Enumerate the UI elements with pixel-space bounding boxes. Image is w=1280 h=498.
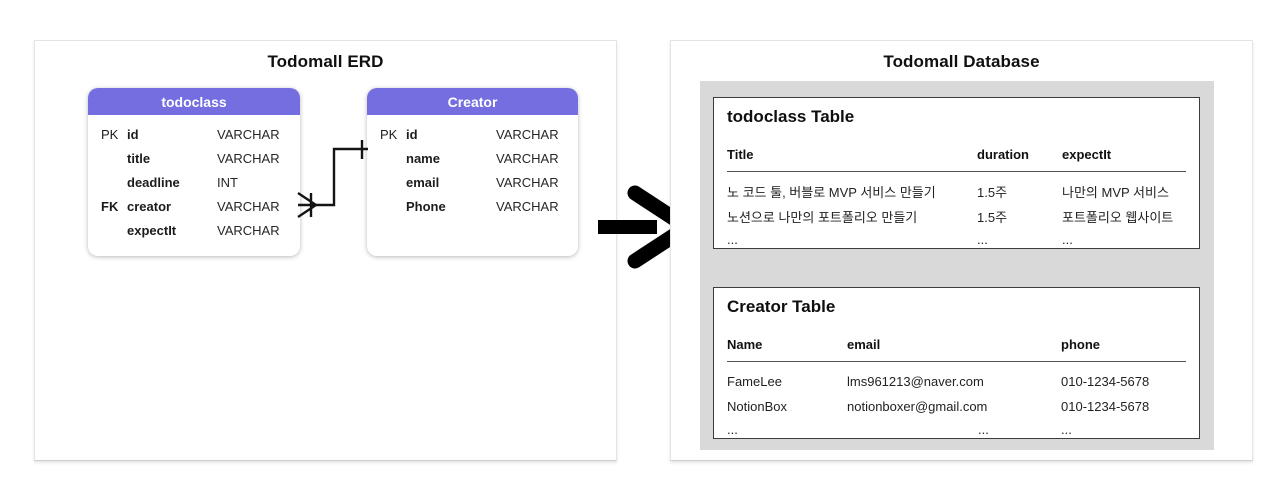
cell-phone: 010-1234-5678 [1061, 399, 1150, 414]
erd-entity-creator: Creator PK id VARCHAR name VARCHAR email… [367, 88, 578, 256]
column-header: Title [727, 147, 754, 162]
erd-field-row: deadline INT [88, 170, 300, 194]
field-name: expectIt [127, 222, 177, 238]
erd-field-row: expectIt VARCHAR [88, 218, 300, 242]
column-header: expectIt [1062, 147, 1112, 162]
erd-field-row: email VARCHAR [367, 170, 578, 194]
cell-duration: ... [977, 231, 988, 247]
cell-email: notionboxer@gmail.com [847, 399, 988, 414]
cell-expectit: ... [1062, 231, 1073, 247]
cell-name: FameLee [727, 374, 782, 389]
table-row: FameLee lms961213@naver.com 010-1234-567… [727, 369, 1186, 394]
cell-duration: 1.5주 [977, 210, 1008, 225]
field-type: VARCHAR [217, 198, 280, 214]
cell-title: 노션으로 나만의 포트폴리오 만들기 [727, 210, 918, 225]
erd-entity-todoclass-header: todoclass [88, 88, 300, 115]
field-type: VARCHAR [217, 222, 280, 238]
field-name: Phone [406, 198, 446, 214]
field-type: INT [217, 174, 238, 190]
erd-field-row: PK id VARCHAR [88, 122, 300, 146]
field-name: deadline [127, 174, 180, 190]
erd-field-row: Phone VARCHAR [367, 194, 578, 218]
table-row: 노 코드 툴, 버블로 MVP 서비스 만들기 1.5주 나만의 MVP 서비스 [727, 179, 1186, 204]
field-type: VARCHAR [496, 174, 559, 190]
table-row: NotionBox notionboxer@gmail.com 010-1234… [727, 394, 1186, 419]
erd-field-row: name VARCHAR [367, 146, 578, 170]
field-type: VARCHAR [217, 126, 280, 142]
key-label: FK [101, 198, 119, 214]
db-table-creator-title: Creator Table [727, 297, 836, 316]
erd-entity-creator-fields: PK id VARCHAR name VARCHAR email VARCHAR… [367, 115, 578, 218]
erd-entity-todoclass-fields: PK id VARCHAR title VARCHAR deadline INT… [88, 115, 300, 242]
database-panel-title: Todomall Database [883, 52, 1040, 71]
erd-panel-title: Todomall ERD [267, 52, 384, 71]
field-name: creator [127, 198, 172, 214]
column-header: duration [977, 147, 1029, 162]
column-header: Name [727, 337, 763, 352]
cell-email: lms961213@naver.com [847, 374, 984, 389]
table-row-ellipsis: ... ... ... [727, 229, 1186, 249]
cell-email: ... [978, 421, 989, 437]
db-table-todoclass: todoclass Table Title duration expectIt … [713, 97, 1200, 249]
database-container: todoclass Table Title duration expectIt … [700, 81, 1214, 450]
column-header: email [847, 337, 881, 352]
field-name: title [127, 150, 151, 166]
cell-expectit: 나만의 MVP 서비스 [1062, 185, 1169, 200]
field-type: VARCHAR [496, 150, 559, 166]
cell-title: 노 코드 툴, 버블로 MVP 서비스 만들기 [727, 185, 936, 200]
key-label: PK [101, 126, 119, 142]
cell-phone: 010-1234-5678 [1061, 374, 1150, 389]
field-type: VARCHAR [496, 126, 559, 142]
erd-entity-creator-header: Creator [367, 88, 578, 115]
db-table-creator: Creator Table Name email phone FameLee l… [713, 287, 1200, 439]
erd-field-row: title VARCHAR [88, 146, 300, 170]
cell-expectit: 포트폴리오 웹사이트 [1062, 210, 1174, 225]
cell-name: NotionBox [727, 399, 787, 414]
field-name: id [127, 126, 139, 142]
field-type: VARCHAR [496, 198, 559, 214]
cell-name: ... [727, 421, 738, 437]
database-panel: Todomall Database todoclass Table Title … [670, 40, 1253, 461]
field-name: name [406, 150, 440, 166]
cell-title: ... [727, 231, 738, 247]
field-name: id [406, 126, 418, 142]
cell-phone: ... [1061, 421, 1072, 437]
erd-field-row: PK id VARCHAR [367, 122, 578, 146]
header-divider [727, 361, 1186, 362]
cell-duration: 1.5주 [977, 185, 1008, 200]
field-name: email [406, 174, 440, 190]
table-row-ellipsis: ... ... ... [727, 419, 1186, 439]
db-table-todoclass-header-row: Title duration expectIt [727, 147, 1186, 162]
erd-panel: Todomall ERD todoclass PK id VARCHAR tit… [34, 40, 617, 461]
db-table-creator-header-row: Name email phone [727, 337, 1186, 352]
table-row: 노션으로 나만의 포트폴리오 만들기 1.5주 포트폴리오 웹사이트 [727, 204, 1186, 229]
field-type: VARCHAR [217, 150, 280, 166]
db-table-todoclass-title: todoclass Table [727, 107, 855, 126]
key-label: PK [380, 126, 398, 142]
header-divider [727, 171, 1186, 172]
column-header: phone [1061, 337, 1100, 352]
erd-entity-todoclass: todoclass PK id VARCHAR title VARCHAR de… [88, 88, 300, 256]
erd-field-row: FK creator VARCHAR [88, 194, 300, 218]
